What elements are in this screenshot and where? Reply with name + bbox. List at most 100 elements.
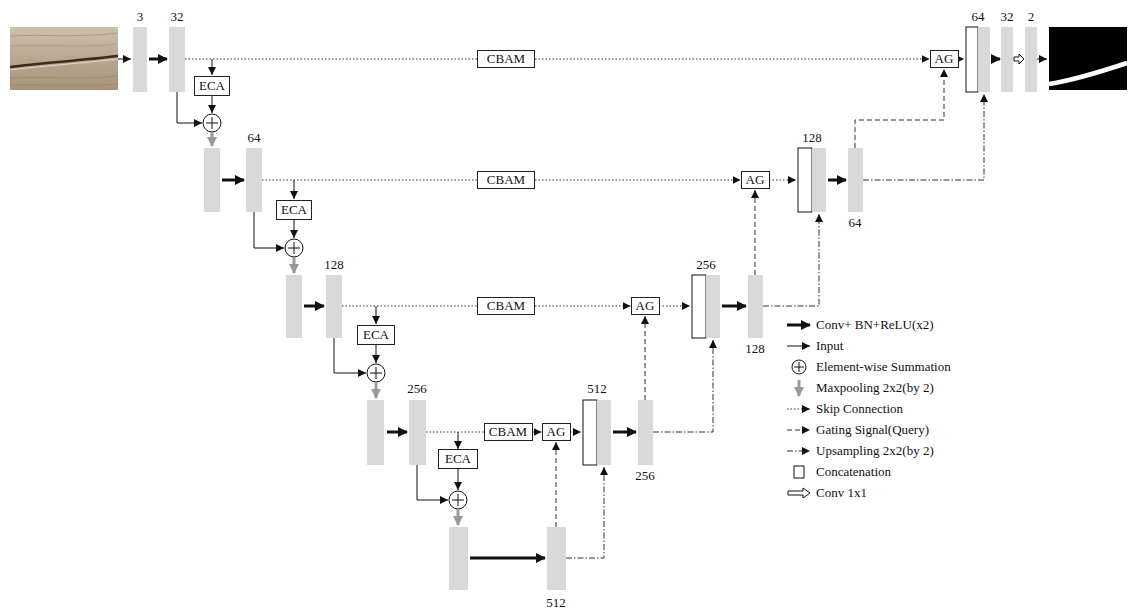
channel-count-text: 512: [546, 596, 566, 610]
legend-symbol: [794, 466, 804, 478]
channel-count-text: 32: [171, 10, 184, 24]
concat-block: [966, 27, 978, 92]
conv-arrow: [991, 58, 1000, 61]
legend-symbol: [787, 409, 810, 410]
channel-count-text: 512: [587, 382, 607, 396]
legend-text: Input: [816, 339, 843, 353]
sum-symbol: [370, 367, 382, 379]
channel-count: 32: [171, 10, 184, 24]
channel-count: 64: [849, 216, 862, 230]
concat-block: [692, 275, 706, 338]
legend-symbol: [794, 362, 804, 372]
legend-text: Conv+ BN+ReLU(x2): [816, 318, 934, 332]
legend-entry: Maxpooling 2x2(by 2): [816, 381, 934, 395]
legend-text: Element-wise Summation: [816, 360, 951, 374]
module-box: AG: [631, 297, 660, 315]
module-label: ECA: [281, 203, 307, 217]
conv-arrow: [149, 58, 167, 61]
concat-block: [798, 148, 812, 212]
channel-count: 3: [137, 10, 144, 24]
legend-entry: Gating Signal(Query): [816, 423, 929, 437]
channel-count: 512: [546, 596, 566, 610]
module-box: CBAM: [477, 171, 535, 189]
module-label: ECA: [363, 328, 389, 342]
module-label: ECA: [199, 79, 225, 93]
channel-count: 64: [248, 131, 261, 145]
module-box: CBAM: [477, 50, 535, 68]
feature-map: [848, 148, 863, 212]
channel-count: 256: [696, 258, 716, 272]
legend-entry: Concatenation: [816, 465, 891, 479]
feature-map: [748, 275, 763, 338]
feature-map: [204, 148, 220, 212]
channel-count-text: 256: [635, 469, 655, 483]
eca-branch: [294, 220, 295, 238]
maxpool-arrow: [293, 257, 296, 273]
eca-branch: [458, 432, 459, 449]
skip-line: [185, 59, 506, 60]
crack-edge: [10, 59, 118, 70]
channel-count-text: 128: [802, 131, 822, 145]
channel-count: 2: [1028, 10, 1035, 24]
maxpool-arrow: [457, 509, 460, 525]
module-label: CBAM: [487, 299, 525, 313]
feature-map: [638, 400, 653, 465]
channel-count: 128: [802, 131, 822, 145]
module-box: ECA: [438, 449, 478, 469]
legend-entry: Skip Connection: [816, 402, 903, 416]
channel-count-text: 32: [1001, 10, 1014, 24]
conv-arrow: [304, 305, 324, 308]
input-image: [10, 27, 118, 90]
module-box: ECA: [194, 76, 230, 96]
legend-entry: Conv+ BN+ReLU(x2): [816, 318, 934, 332]
feature-map: [449, 527, 468, 590]
feature-map: [326, 275, 342, 338]
conv-arrow: [470, 557, 545, 560]
maxpool-arrow: [211, 132, 214, 146]
channel-count: 32: [1001, 10, 1014, 24]
sum-symbol: [452, 494, 464, 506]
concat-block: [583, 400, 597, 465]
module-label: ECA: [445, 452, 471, 466]
channel-count-text: 256: [696, 258, 716, 272]
module-label: AG: [636, 299, 655, 313]
module-box: AG: [542, 423, 571, 441]
module-label: AG: [746, 173, 765, 187]
module-box: ECA: [357, 325, 395, 345]
gating-line: [645, 316, 646, 400]
eca-branch: [212, 59, 213, 75]
sum-symbol: [288, 242, 300, 254]
legend-text: Upsampling 2x2(by 2): [816, 444, 934, 458]
feature-map: [547, 527, 566, 590]
module-label: CBAM: [487, 173, 525, 187]
channel-count-text: 128: [745, 342, 765, 356]
sum-symbol: [203, 114, 221, 132]
residual-line: [417, 465, 448, 500]
legend-entry: Conv 1x1: [816, 486, 867, 500]
legend-entry: Upsampling 2x2(by 2): [816, 444, 934, 458]
feature-map: [812, 148, 826, 212]
legend-symbol: [787, 430, 810, 431]
conv-arrow: [828, 179, 846, 182]
feature-map: [169, 27, 185, 92]
channel-count-text: 64: [972, 10, 985, 24]
conv-arrow: [613, 431, 636, 434]
legend-symbol: [798, 380, 801, 396]
eca-branch: [294, 180, 295, 199]
module-box: AG: [930, 50, 959, 68]
feature-map: [133, 27, 147, 92]
legend-symbol: [788, 488, 810, 498]
output-arrow: [1037, 59, 1047, 60]
sum-symbol: [367, 364, 385, 382]
feature-map: [706, 275, 720, 338]
crack-line: [10, 56, 118, 67]
skip-connector: [535, 59, 930, 60]
channel-count: 256: [407, 382, 427, 396]
eca-branch: [458, 468, 459, 490]
gating-line: [755, 190, 756, 275]
channel-count-text: 64: [849, 216, 862, 230]
module-label: AG: [935, 52, 954, 66]
maxpool-arrow: [375, 382, 378, 398]
residual-line: [177, 92, 202, 123]
sum-symbol: [285, 239, 303, 257]
